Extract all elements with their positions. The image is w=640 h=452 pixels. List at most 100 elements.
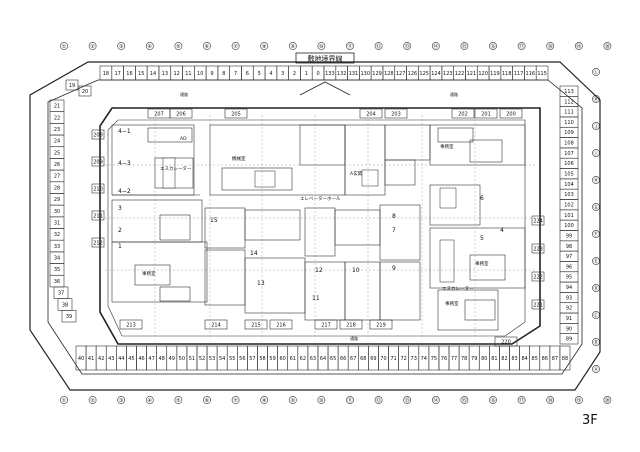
svg-text:9: 9: [210, 71, 213, 77]
parking-space: 80: [478, 345, 490, 371]
svg-text:219: 219: [376, 322, 386, 328]
parking-space: 74: [418, 345, 430, 371]
parking-space: 89: [559, 333, 579, 345]
svg-text:131: 131: [349, 71, 359, 77]
grid-bubble-bottom: ⑫: [374, 396, 383, 404]
parking-space: 130: [359, 65, 372, 81]
parking-space: 92: [559, 302, 579, 314]
svg-text:222: 222: [533, 274, 543, 280]
parking-space: 69: [368, 345, 379, 371]
svg-text:④: ④: [148, 398, 153, 404]
svg-text:58: 58: [259, 356, 265, 362]
inner-unit: 220: [494, 336, 518, 347]
svg-text:⑤: ⑤: [176, 398, 180, 404]
inner-unit: 203: [384, 108, 408, 119]
parking-space: 0: [311, 65, 325, 81]
parking-space: 55: [226, 345, 238, 371]
svg-text:122: 122: [455, 71, 465, 77]
parking-space: 88: [559, 345, 571, 371]
parking-space: 33: [49, 239, 65, 253]
svg-text:75: 75: [431, 356, 437, 362]
parking-space: 83: [509, 345, 520, 371]
svg-text:17: 17: [114, 71, 120, 77]
svg-text:⑯: ⑯: [490, 397, 495, 404]
parking-space: 41: [85, 345, 97, 371]
inner-unit: 223: [531, 243, 545, 254]
svg-text:73: 73: [411, 356, 417, 362]
room-5: 5: [480, 235, 484, 242]
svg-text:⑨: ⑨: [291, 44, 295, 50]
grid-bubble-right: Ⓓ: [592, 284, 600, 292]
svg-text:15: 15: [138, 71, 144, 77]
svg-text:⑲: ⑲: [576, 397, 581, 404]
svg-text:125: 125: [419, 71, 429, 77]
inner-unit: 206: [169, 108, 193, 119]
svg-text:65: 65: [330, 356, 336, 362]
svg-text:⑩: ⑩: [319, 44, 324, 50]
svg-text:76: 76: [441, 356, 447, 362]
parking-space: 66: [337, 345, 349, 371]
site-boundary-label: 敷地境界線: [308, 54, 343, 63]
svg-text:132: 132: [337, 71, 347, 77]
svg-text:104: 104: [564, 182, 574, 188]
parking-space: 108: [559, 137, 579, 149]
svg-text:214: 214: [211, 322, 221, 328]
svg-text:2: 2: [293, 71, 296, 77]
svg-text:28: 28: [54, 185, 60, 191]
svg-text:24: 24: [54, 139, 60, 145]
corridor-top-right: 通路: [450, 91, 458, 97]
svg-text:21: 21: [54, 104, 60, 110]
parking-space: 73: [408, 345, 420, 371]
parking-space: 95: [559, 271, 579, 283]
parking-space: 115: [535, 65, 549, 81]
svg-text:22: 22: [54, 115, 60, 121]
svg-text:Ⓒ: Ⓒ: [593, 312, 598, 319]
svg-text:56: 56: [239, 356, 245, 362]
parking-space: 51: [186, 345, 198, 371]
room-1: 1: [118, 243, 122, 250]
parking-space: 52: [196, 345, 208, 371]
parking-space: 110: [559, 116, 579, 128]
svg-text:36: 36: [54, 279, 60, 285]
grid-bubble-bottom: ⑧: [260, 396, 269, 404]
room-6: 6: [480, 195, 484, 202]
svg-text:35: 35: [54, 267, 60, 273]
svg-text:26: 26: [54, 162, 60, 168]
parking-space: 125: [418, 65, 431, 81]
parking-lane-outer: [47, 79, 583, 375]
grid-bubble-bottom: ⑤: [174, 396, 183, 404]
grid-bubble-bottom: ③: [117, 396, 126, 404]
parking-space: 117: [512, 65, 525, 81]
parking-space: 22: [49, 111, 65, 124]
ad-label: AD: [180, 136, 187, 142]
svg-text:215: 215: [251, 322, 261, 328]
grid-bubble-top: ⑲: [574, 42, 583, 50]
grid-bubble-bottom: ⑩: [317, 396, 326, 404]
svg-text:109: 109: [564, 130, 574, 136]
inner-unit: 222: [531, 271, 545, 282]
parking-space: 48: [156, 345, 168, 371]
svg-text:57: 57: [249, 356, 255, 362]
svg-text:106: 106: [564, 161, 574, 167]
inner-unit: 217: [314, 319, 338, 330]
site-boundary-label-box: [295, 52, 355, 64]
svg-text:49: 49: [169, 356, 175, 362]
parking-space: 32: [49, 228, 65, 241]
parking-space: 104: [559, 178, 579, 190]
grid-bubble-bottom: ⑥: [203, 396, 211, 404]
parking-space: 124: [429, 65, 443, 81]
grid-bubble-top: ①: [60, 42, 68, 50]
parking-space: 9: [205, 65, 219, 81]
svg-text:⑪: ⑪: [347, 397, 352, 404]
parking-space: 3: [276, 65, 289, 81]
parking-space: 82: [499, 345, 510, 371]
grid-bubble-bottom: ⑰: [517, 396, 526, 404]
svg-text:117: 117: [514, 71, 524, 77]
parking-space: 44: [116, 345, 127, 371]
grid-bubble-top: ⑱: [546, 42, 555, 50]
parking-space: 54: [216, 345, 228, 371]
svg-text:201: 201: [481, 111, 491, 117]
